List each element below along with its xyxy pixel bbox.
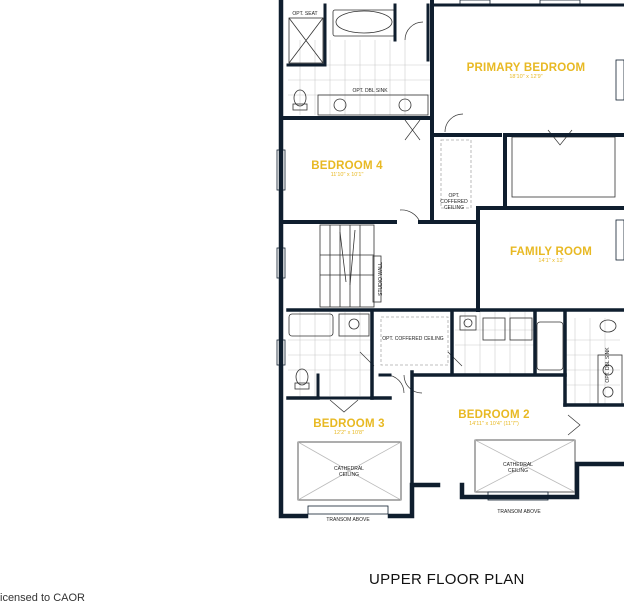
annotation-opt-dbl-sink: OPT. DBL SINK	[605, 347, 611, 383]
annotation-opt-coffered-ceiling: OPT. COFFERED CEILING	[440, 193, 468, 211]
annotation-cathedral-ceiling: CATHEDRAL CEILING	[334, 466, 364, 478]
door-swings	[329, 21, 581, 436]
annotation-transom-above: TRANSOM ABOVE	[497, 509, 541, 515]
annotation-transom-above: TRANSOM ABOVE	[326, 517, 370, 523]
room-name: BEDROOM 4	[311, 160, 383, 172]
annotation-opt-coffered-ceiling: OPT. COFFERED CEILING	[382, 336, 444, 342]
tile-grid	[288, 40, 620, 405]
annotation-opt-dbl-sink: OPT. DBL SINK	[352, 88, 388, 94]
room-name: FAMILY ROOM	[509, 246, 593, 258]
room-dimensions: 14'1" x 13'	[538, 258, 564, 264]
room-primary-bedroom: PRIMARY BEDROOM 18'10" x 12'9"	[462, 62, 590, 80]
room-dimensions: 14'11" x 10'4" (11'7")	[469, 421, 519, 427]
room-bedroom-4: BEDROOM 4 11'10" x 10'1"	[303, 160, 391, 178]
room-family-room: FAMILY ROOM 14'1" x 13'	[500, 246, 602, 264]
room-dimensions: 11'10" x 10'1"	[330, 172, 364, 178]
annotation-opt-seat: OPT. SEAT	[292, 11, 318, 17]
staircase	[319, 224, 382, 308]
annotation-cathedral-ceiling: CATHEDRAL CEILING	[503, 462, 533, 474]
room-dimensions: 18'10" x 12'9"	[509, 74, 543, 80]
room-name: BEDROOM 3	[313, 418, 385, 430]
room-name: PRIMARY BEDROOM	[466, 62, 586, 74]
room-bedroom-3: BEDROOM 3 12'2" x 10'8"	[304, 418, 394, 436]
room-dimensions: 12'2" x 10'8"	[333, 430, 365, 436]
plan-caption: UPPER FLOOR PLAN	[369, 571, 525, 588]
room-bedroom-2: BEDROOM 2 14'11" x 10'4" (11'7")	[448, 409, 540, 427]
room-name: BEDROOM 2	[458, 409, 530, 421]
license-credit: icensed to CAOR	[0, 592, 85, 604]
annotation-studio-wall: STUDIO WALL	[378, 262, 384, 296]
walls	[278, 0, 624, 519]
